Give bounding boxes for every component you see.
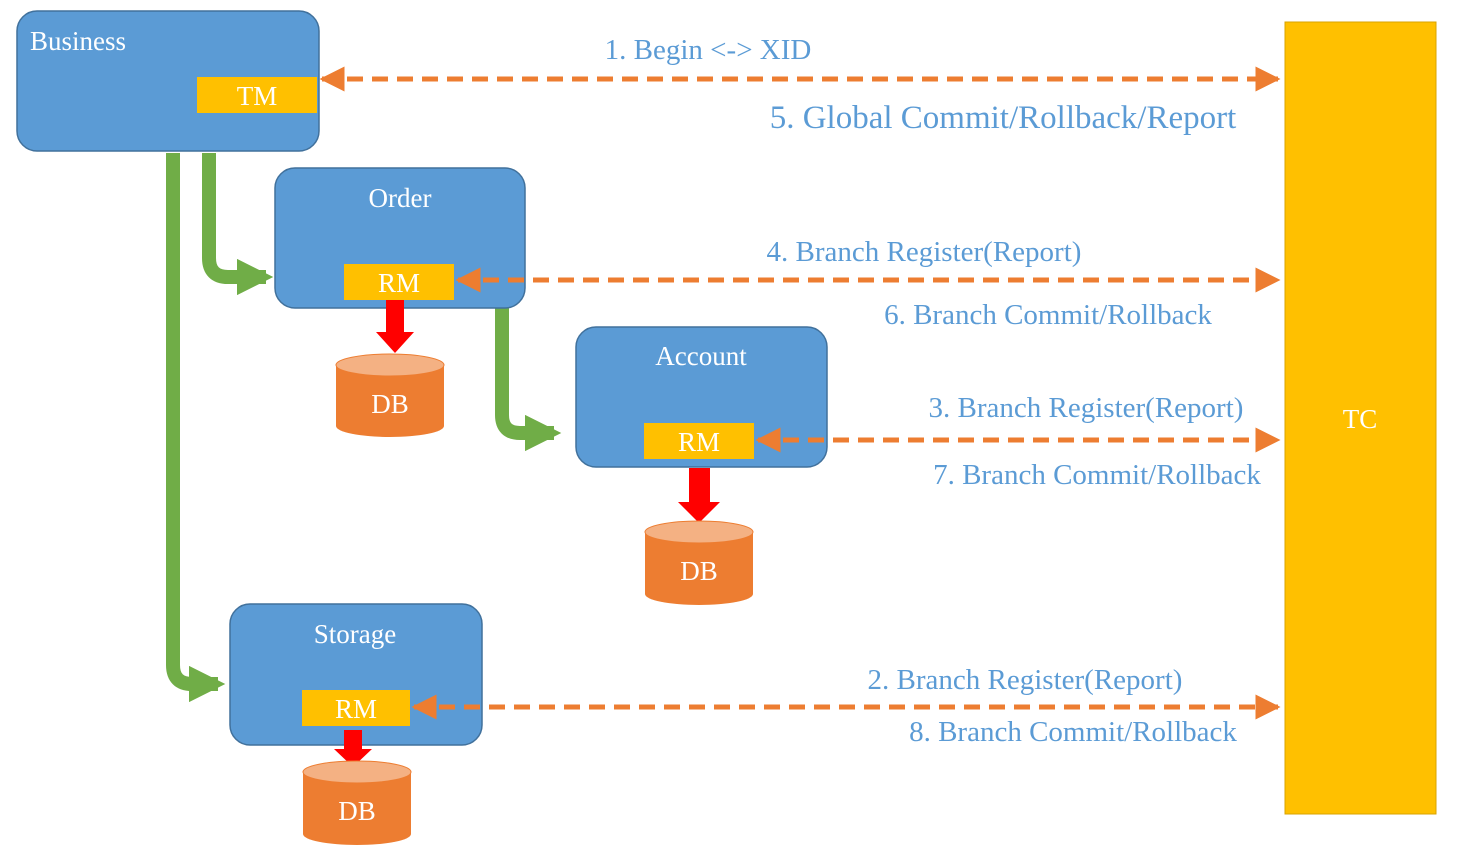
- call-arrow-business-to-storage: [166, 153, 226, 703]
- tm-box: [197, 77, 317, 113]
- storage-db-arrow: [334, 730, 372, 767]
- order-rm-box: [344, 264, 454, 300]
- order-label: Order: [369, 183, 432, 213]
- storage-label: Storage: [314, 619, 396, 649]
- call-arrow-order-to-account: [495, 308, 562, 452]
- message-4: 4. Branch Register(Report): [767, 236, 1082, 268]
- tc-label: TC: [1343, 404, 1378, 434]
- account-db-arrow: [678, 468, 720, 523]
- message-lines: [319, 66, 1281, 720]
- business-service: Business TM: [16, 10, 320, 152]
- message-labels: 1. Begin <-> XID 5. Global Commit/Rollba…: [605, 34, 1262, 748]
- message-8: 8. Branch Commit/Rollback: [909, 716, 1237, 748]
- account-db-label: DB: [680, 556, 718, 586]
- order-service: Order RM DB: [274, 167, 526, 437]
- account-rm-box: [644, 423, 754, 459]
- account-label: Account: [655, 341, 747, 371]
- call-arrow-business-to-order: [202, 153, 274, 296]
- storage-service: Storage RM DB: [229, 603, 483, 845]
- message-7: 7. Branch Commit/Rollback: [933, 459, 1261, 491]
- order-rm-label: RM: [378, 268, 420, 298]
- order-db-arrow: [376, 300, 414, 353]
- storage-rm-box: [302, 690, 410, 726]
- call-arrows: [166, 153, 562, 703]
- message-2: 2. Branch Register(Report): [868, 664, 1183, 696]
- storage-db: DB: [302, 760, 412, 845]
- storage-rm-label: RM: [335, 694, 377, 724]
- message-5: 5. Global Commit/Rollback/Report: [770, 100, 1237, 136]
- tm-label: TM: [237, 81, 278, 111]
- storage-db-label: DB: [338, 796, 376, 826]
- account-service: Account RM DB: [575, 326, 828, 605]
- order-db-label: DB: [371, 389, 409, 419]
- order-db: DB: [335, 353, 445, 437]
- transaction-coordinator: TC: [1284, 21, 1437, 815]
- message-3: 3. Branch Register(Report): [929, 392, 1244, 424]
- account-db: DB: [644, 520, 754, 605]
- business-box: [16, 10, 320, 152]
- tc-box: [1284, 21, 1437, 815]
- message-1: 1. Begin <-> XID: [605, 34, 812, 66]
- message-6: 6. Branch Commit/Rollback: [884, 299, 1212, 331]
- account-rm-label: RM: [678, 427, 720, 457]
- business-label: Business: [30, 26, 126, 56]
